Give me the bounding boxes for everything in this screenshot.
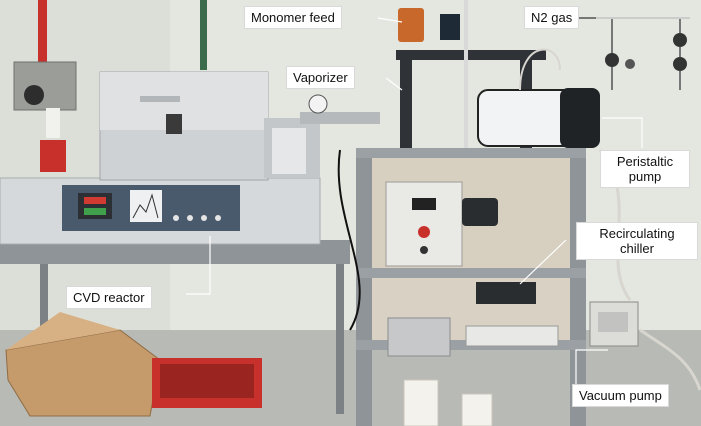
leader-cvd-reactor bbox=[186, 236, 211, 295]
label-peristaltic-pump-line1: Peristaltic bbox=[616, 154, 674, 169]
label-recirculating-chiller: Recirculating chiller bbox=[576, 222, 698, 260]
label-vaporizer-text: Vaporizer bbox=[293, 70, 348, 85]
wall-switch-box bbox=[13, 61, 77, 111]
label-cvd-reactor-text: CVD reactor bbox=[73, 290, 145, 305]
label-monomer-feed-text: Monomer feed bbox=[251, 10, 335, 25]
label-vacuum-pump-text: Vacuum pump bbox=[579, 388, 662, 403]
label-cvd-reactor: CVD reactor bbox=[66, 286, 152, 309]
rack-post-left bbox=[356, 148, 372, 426]
gas-regulator bbox=[605, 53, 619, 67]
leader-vacuum-pump bbox=[575, 349, 608, 392]
label-peristaltic-pump: Peristaltic pump bbox=[600, 150, 690, 188]
red-pipe bbox=[38, 0, 47, 70]
label-peristaltic-pump-line2: pump bbox=[628, 169, 662, 184]
green-pipe bbox=[200, 0, 207, 70]
leader-monomer-feed bbox=[377, 17, 403, 23]
chemical-canister bbox=[403, 379, 439, 426]
label-recirculating-chiller-line1: Recirculating bbox=[599, 226, 675, 241]
pressure-controller bbox=[387, 317, 451, 357]
label-vaporizer: Vaporizer bbox=[286, 66, 355, 89]
rack-post-right bbox=[570, 148, 586, 426]
label-recirculating-chiller-line2: chiller bbox=[620, 241, 654, 256]
monomer-bottle bbox=[398, 8, 424, 42]
red-valve bbox=[40, 140, 66, 172]
label-vacuum-pump: Vacuum pump bbox=[572, 384, 669, 407]
syringe-pump-motor bbox=[440, 14, 460, 40]
chiller-unit bbox=[476, 282, 536, 304]
leader-vaporizer bbox=[385, 77, 403, 91]
label-n2-gas-text: N2 gas bbox=[531, 10, 573, 25]
leader-peristaltic-pump bbox=[602, 117, 643, 148]
label-monomer-feed: Monomer feed bbox=[244, 6, 342, 29]
leader-recirculating-chiller bbox=[519, 239, 567, 285]
label-n2-gas: N2 gas bbox=[524, 6, 580, 29]
stand-top bbox=[396, 50, 546, 60]
pressure-gauge bbox=[308, 94, 328, 114]
